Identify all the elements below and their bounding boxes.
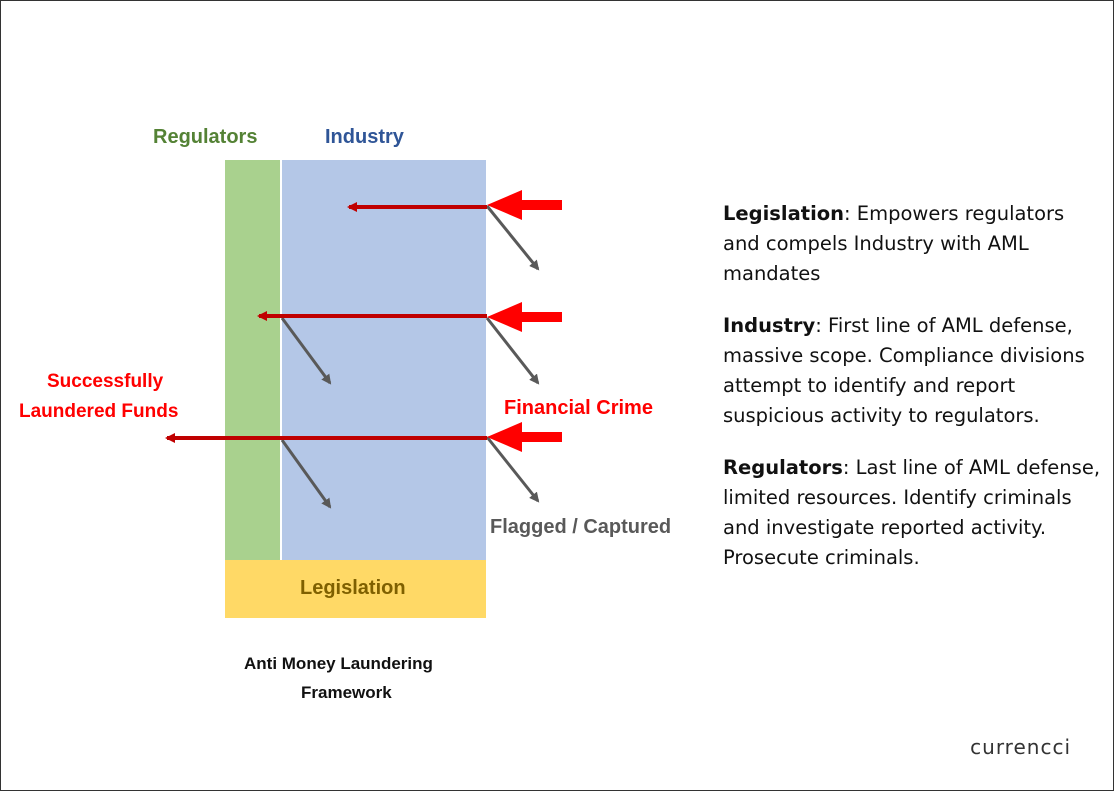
flagged-label: Flagged / Captured xyxy=(490,516,672,538)
brand-logo-text: currencci xyxy=(970,735,1071,759)
legislation-label: Legislation xyxy=(300,577,406,599)
term-regulators: Regulators xyxy=(723,456,843,479)
regulators-block xyxy=(225,160,280,560)
flagged-arrow-2 xyxy=(485,317,540,385)
text-legislation: : Empowers regulators and compels Indust… xyxy=(723,202,1065,285)
text-industry: : First line of AML defense, massive sco… xyxy=(723,314,1085,427)
term-legislation: Legislation xyxy=(723,202,845,225)
successful-label-line1: Successfully xyxy=(47,371,164,392)
flagged-arrow-3 xyxy=(485,436,540,503)
term-industry: Industry xyxy=(723,314,816,337)
description-list: Legislation: Empowers regulators and com… xyxy=(723,199,1103,595)
text-regulators: : Last line of AML defense, limited reso… xyxy=(723,456,1101,569)
regulators-label: Regulators xyxy=(153,126,258,148)
financial-crime-label: Financial Crime xyxy=(504,397,653,419)
description-regulators: Regulators: Last line of AML defense, li… xyxy=(723,453,1103,573)
description-industry: Industry: First line of AML defense, mas… xyxy=(723,311,1103,431)
description-legislation: Legislation: Empowers regulators and com… xyxy=(723,199,1103,289)
aml-framework-diagram xyxy=(165,160,562,618)
successful-label-line2: Laundered Funds xyxy=(19,401,179,422)
caption-line2: Framework xyxy=(301,683,392,702)
industry-label: Industry xyxy=(325,126,404,148)
crime-arrow-3 xyxy=(487,422,562,452)
industry-block xyxy=(282,160,486,560)
regulator-flag-arrow-1 xyxy=(280,317,332,385)
flagged-arrow-1 xyxy=(485,205,540,271)
regulator-flag-arrow-2 xyxy=(280,439,332,509)
crime-arrow-2 xyxy=(487,302,562,332)
crime-arrow-1 xyxy=(487,190,562,220)
legislation-block xyxy=(225,560,486,618)
caption-line1: Anti Money Laundering xyxy=(244,654,433,673)
